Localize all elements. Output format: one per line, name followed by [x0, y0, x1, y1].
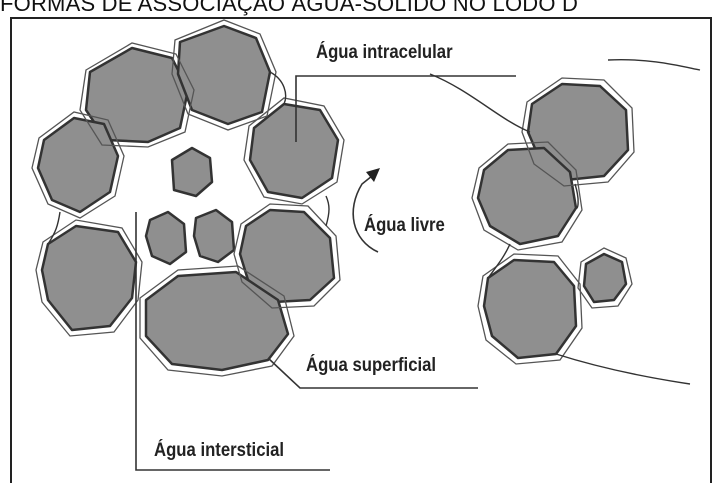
particle [194, 210, 234, 262]
label-agua-livre: Água livre [364, 215, 445, 237]
particle [584, 254, 626, 302]
particle [172, 148, 212, 196]
particle [38, 118, 118, 212]
label-agua-intersticial: Água intersticial [154, 440, 284, 462]
label-agua-intracelular: Água intracelular [316, 42, 453, 64]
particle [250, 104, 338, 198]
particle [42, 226, 136, 330]
particle [178, 26, 270, 124]
particle [484, 260, 576, 358]
particle [478, 148, 576, 244]
label-agua-superficial: Água superficial [306, 355, 436, 377]
particle [146, 212, 186, 264]
leader-livre [353, 176, 378, 252]
